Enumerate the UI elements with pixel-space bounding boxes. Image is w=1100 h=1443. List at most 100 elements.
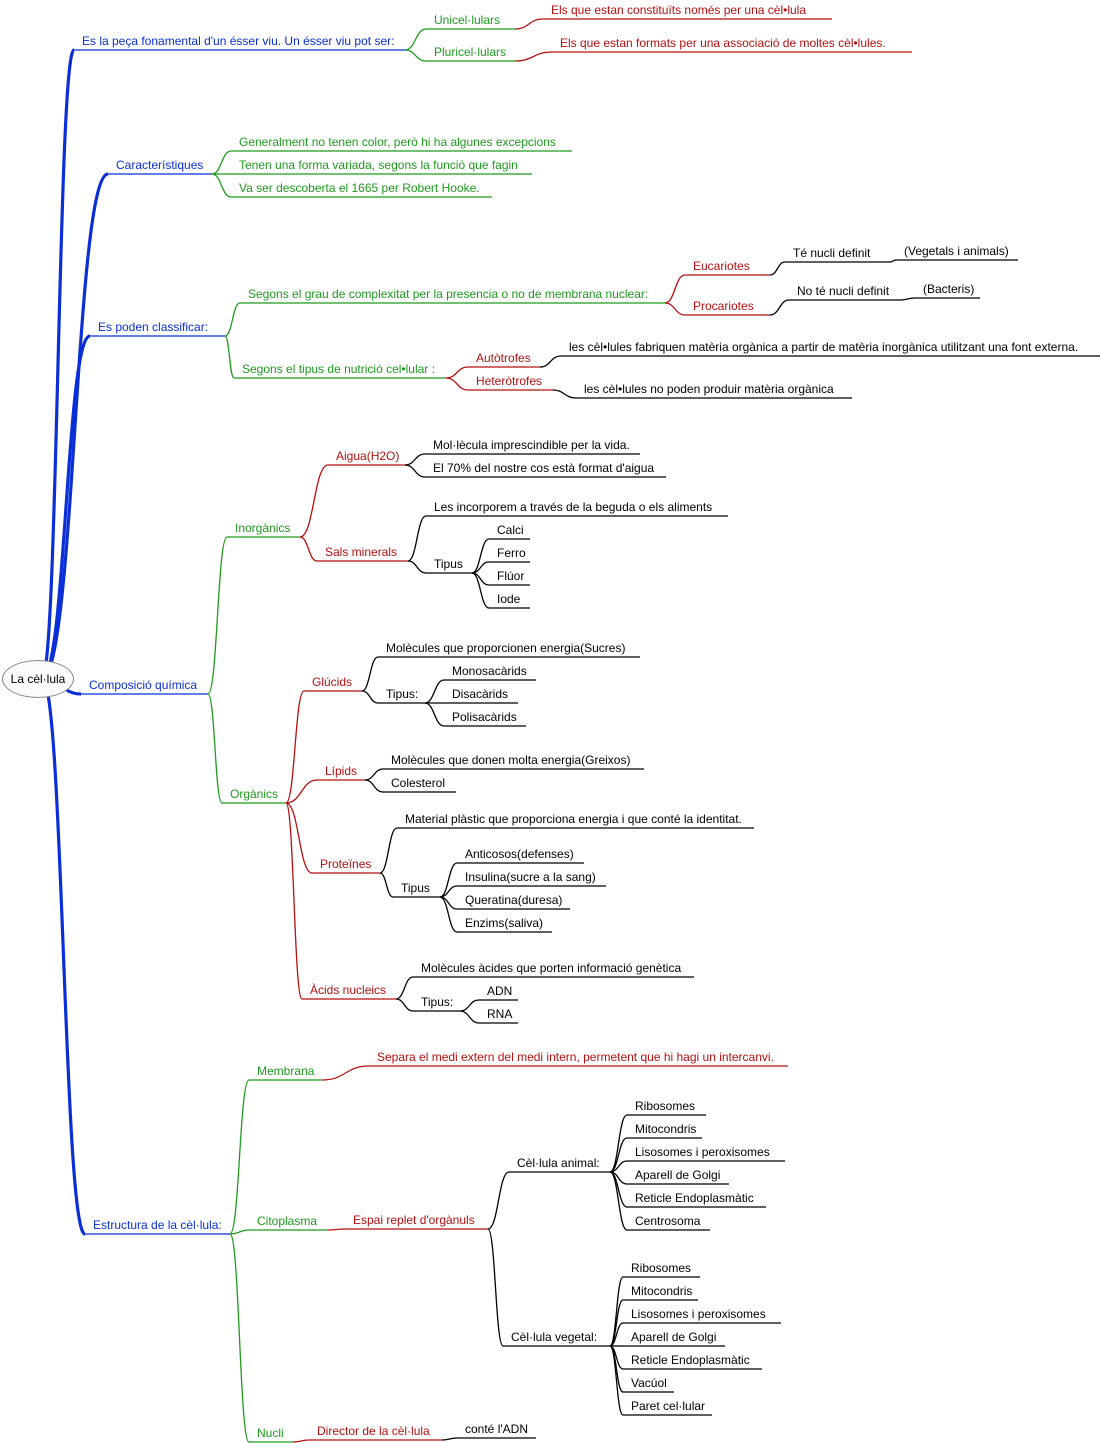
node-pro-n[interactable]: No té nucli definit — [797, 284, 890, 298]
link-grau-to-pro — [664, 302, 686, 316]
node-org[interactable]: Orgànics — [230, 787, 278, 801]
node-euc[interactable]: Eucariotes — [693, 259, 750, 273]
node-pro-e[interactable]: (Bacteris) — [923, 282, 974, 296]
link-pro-to-pro-n — [769, 299, 790, 316]
node-vg5[interactable]: Vacúol — [631, 1376, 667, 1390]
node-an2[interactable]: Lisosomes i peroxisomes — [635, 1145, 770, 1159]
node-vg2[interactable]: Lisosomes i peroxisomes — [631, 1307, 766, 1321]
branch-estructura[interactable]: Estructura de la cèl·lula: — [93, 1218, 222, 1232]
node-adn[interactable]: conté l'ADN — [465, 1422, 528, 1436]
node-hetero-d[interactable]: les cèl•lules no poden produir matèria o… — [584, 382, 834, 396]
node-anim[interactable]: Cèl·lula animal: — [517, 1156, 600, 1170]
node-s0[interactable]: Calci — [497, 523, 524, 537]
node-lip0[interactable]: Molècules que donen molta energia(Greixo… — [391, 753, 630, 767]
node-c1[interactable]: Tenen una forma variada, segons la funci… — [239, 158, 518, 172]
node-auto[interactable]: Autòtrofes — [476, 351, 531, 365]
node-prot-d[interactable]: Material plàstic que proporciona energia… — [405, 812, 742, 826]
node-an3[interactable]: Aparell de Golgi — [635, 1168, 720, 1182]
node-pluri[interactable]: Pluricel·lulars — [434, 45, 506, 59]
node-gluc-d[interactable]: Molècules que proporcionen energia(Sucre… — [386, 641, 625, 655]
node-euc-n[interactable]: Té nucli definit — [793, 246, 871, 260]
node-grau[interactable]: Segons el grau de complexitat per la pre… — [248, 287, 648, 301]
node-ai0[interactable]: Mol·lècula imprescindible per la vida. — [433, 438, 630, 452]
node-auto-d[interactable]: les cèl•lules fabriquen matèria orgànica… — [569, 340, 1078, 354]
node-prot[interactable]: Proteïnes — [320, 857, 371, 871]
link-auto-to-auto-d — [539, 355, 562, 368]
node-an1[interactable]: Mitocondris — [635, 1122, 696, 1136]
node-p2[interactable]: Queratina(duresa) — [465, 893, 562, 907]
node-sals-i[interactable]: Les incorporem a través de la beguda o e… — [434, 500, 712, 514]
node-p1[interactable]: Insulina(sucre a la sang) — [465, 870, 596, 884]
link-prot-to-prot-t — [379, 872, 394, 898]
node-sals[interactable]: Sals minerals — [325, 545, 397, 559]
node-hetero[interactable]: Heteròtrofes — [476, 374, 542, 388]
node-aigua[interactable]: Aigua(H2O) — [336, 449, 399, 463]
link-acid-to-acid-t — [395, 998, 414, 1012]
node-vg3[interactable]: Aparell de Golgi — [631, 1330, 716, 1344]
node-gluc[interactable]: Glúcids — [312, 675, 352, 689]
node-memb-d[interactable]: Separa el medi extern del medi intern, p… — [377, 1050, 774, 1064]
link-sals-to-sals-t — [407, 560, 427, 574]
node-vg1[interactable]: Mitocondris — [631, 1284, 692, 1298]
node-pluri-d[interactable]: Els que estan formats per una associació… — [560, 36, 886, 50]
node-p3[interactable]: Enzims(saliva) — [465, 916, 543, 930]
node-c0[interactable]: Generalment no tenen color, però hi ha a… — [239, 135, 556, 149]
node-prot-t[interactable]: Tipus — [401, 881, 430, 895]
link-org-to-acid — [285, 802, 303, 1000]
node-s2[interactable]: Flúor — [497, 569, 524, 583]
node-vg0[interactable]: Ribosomes — [631, 1261, 691, 1275]
branch-classificar[interactable]: Es poden classificar: — [98, 320, 208, 334]
node-nucli[interactable]: Nucli — [257, 1426, 284, 1440]
node-nutri[interactable]: Segons el tipus de nutrició cel•lular : — [242, 362, 435, 376]
node-espai[interactable]: Espai replet d'orgànuls — [353, 1213, 475, 1227]
node-ai1[interactable]: El 70% del nostre cos està format d'aigu… — [433, 461, 654, 475]
link-acid-to-acid-d — [395, 976, 414, 1000]
node-gluc-t[interactable]: Tipus: — [386, 687, 418, 701]
node-pro[interactable]: Procariotes — [693, 299, 754, 313]
node-p0[interactable]: Anticosos(defenses) — [465, 847, 574, 861]
link-anim-to-an0 — [609, 1114, 628, 1173]
link-anim-to-an1 — [609, 1137, 628, 1173]
link-org-to-gluc — [285, 690, 305, 804]
link-acid-t-to-a1 — [459, 1010, 480, 1024]
node-memb[interactable]: Membrana — [257, 1064, 315, 1078]
root-node[interactable] — [2, 660, 74, 698]
node-vg6[interactable]: Paret cel·lular — [631, 1399, 705, 1413]
node-s1[interactable]: Ferro — [497, 546, 526, 560]
node-euc-e[interactable]: (Vegetals i animals) — [904, 244, 1009, 258]
node-a1[interactable]: RNA — [487, 1007, 512, 1021]
link-b4-to-inorg — [207, 536, 228, 695]
link-org-to-prot — [285, 802, 313, 874]
node-cito[interactable]: Citoplasma — [257, 1214, 317, 1228]
node-uni-d[interactable]: Els que estan constituïts només per una … — [551, 3, 806, 17]
node-an5[interactable]: Centrosoma — [635, 1214, 701, 1228]
node-acid-d[interactable]: Molècules àcides que porten informació g… — [421, 961, 681, 975]
node-acid[interactable]: Àcids nucleics — [310, 982, 386, 997]
node-s3[interactable]: Iode — [497, 592, 521, 606]
node-c2[interactable]: Va ser descoberta el 1665 per Robert Hoo… — [239, 181, 480, 195]
branch-definition[interactable]: Es la peça fonamental d'un ésser viu. Un… — [82, 34, 394, 48]
node-g0[interactable]: Monosacàrids — [452, 664, 527, 678]
link-b5-to-memb — [229, 1079, 250, 1235]
node-inorg[interactable]: Inorgànics — [235, 521, 290, 535]
link-hetero-to-hetero-d — [552, 389, 577, 399]
node-veg[interactable]: Cèl·lula vegetal: — [511, 1330, 597, 1344]
node-a0[interactable]: ADN — [487, 984, 512, 998]
branch-caracteristiques[interactable]: Característiques — [116, 158, 203, 172]
node-sals-t[interactable]: Tipus — [434, 557, 463, 571]
node-acid-t[interactable]: Tipus: — [421, 995, 453, 1009]
node-an4[interactable]: Reticle Endoplasmàtic — [635, 1191, 754, 1205]
link-b2-to-c2 — [211, 173, 232, 198]
link-espai-to-veg — [487, 1228, 504, 1347]
node-lip1[interactable]: Colesterol — [391, 776, 445, 790]
node-g1[interactable]: Disacàrids — [452, 687, 508, 701]
node-an0[interactable]: Ribosomes — [635, 1099, 695, 1113]
node-g2[interactable]: Polisacàrids — [452, 710, 517, 724]
link-b2-to-c0 — [211, 150, 232, 175]
node-uni[interactable]: Unicel·lulars — [434, 13, 500, 27]
node-vg4[interactable]: Reticle Endoplasmàtic — [631, 1353, 750, 1367]
node-lip[interactable]: Lípids — [325, 764, 357, 778]
node-dir[interactable]: Director de la cèl·lula — [317, 1424, 430, 1438]
link-uni-to-uni-d — [514, 18, 544, 30]
branch-composicio[interactable]: Composició química — [89, 678, 197, 692]
